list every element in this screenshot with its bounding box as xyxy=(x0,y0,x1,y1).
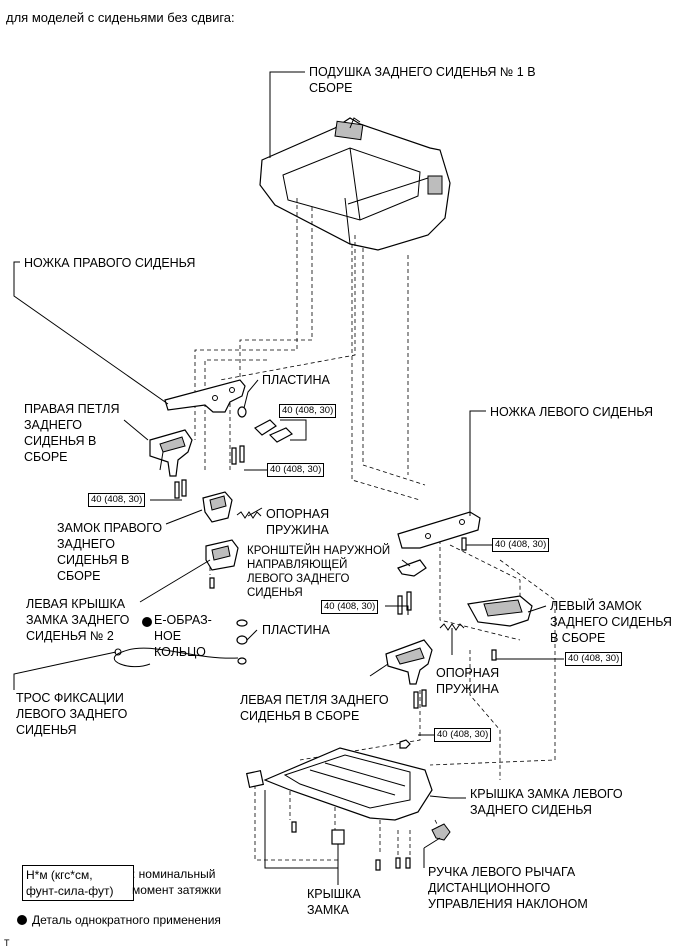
alignment-lines xyxy=(194,198,556,861)
label-bracket: КРОНШТЕЙН НАРУЖНОЙ НАПРАВЛЯЮЩЕЙ ЛЕВОГО З… xyxy=(247,545,391,599)
torque-box: 40 (408, 30) xyxy=(434,728,492,742)
seat-cushion xyxy=(259,117,451,251)
label-e-ring: Е-ОБРАЗ- НОЕ КОЛЬЦО xyxy=(154,613,212,659)
label-right-lock: ЗАМОК ПРАВОГО ЗАДНЕГО СИДЕНЬЯ В СБОРЕ xyxy=(57,521,163,583)
label-handle: РУЧКА ЛЕВОГО РЫЧАГА ДИСТАНЦИОННОГО УПРАВ… xyxy=(428,865,588,911)
torque-box: 40 (408, 30) xyxy=(492,538,550,552)
e-ring-and-plate xyxy=(236,619,248,665)
bolts xyxy=(174,445,497,871)
left-lock-cover-2 xyxy=(205,539,239,571)
label-right-hinge: ПРАВАЯ ПЕТЛЯ ЗАДНЕГО СИДЕНЬЯ В СБОРЕ xyxy=(24,402,120,464)
torque-box: 40 (408, 30) xyxy=(88,493,146,507)
torque-box: 40 (408, 30) xyxy=(321,600,379,614)
right-seat-leg xyxy=(164,379,246,413)
right-hinge xyxy=(149,429,193,477)
legend-single-use: Деталь однократного применения xyxy=(32,913,221,927)
label-support-spring-2: ОПОРНАЯ ПРУЖИНА xyxy=(436,666,500,696)
label-left-cover-2: ЛЕВАЯ КРЫШКА ЗАМКА ЗАДНЕГО СИДЕНЬЯ № 2 xyxy=(26,597,130,643)
label-left-leg: НОЖКА ЛЕВОГО СИДЕНЬЯ xyxy=(490,405,654,419)
torque-box: 40 (408, 30) xyxy=(279,404,337,418)
lock-cover-part-2 xyxy=(331,829,345,845)
left-lock xyxy=(467,595,533,627)
label-plate-top: ПЛАСТИНА xyxy=(262,373,330,387)
label-cable: ТРОС ФИКСАЦИИ ЛЕВОГО ЗАДНЕГО СИДЕНЬЯ xyxy=(16,691,128,737)
outer-guide-bracket xyxy=(397,559,427,577)
support-spring-2 xyxy=(439,623,465,631)
left-hinge xyxy=(385,639,433,685)
right-lock xyxy=(202,491,233,523)
label-lock-cover: КРЫШКА ЗАМКА xyxy=(307,887,361,917)
label-support-spring-1: ОПОРНАЯ ПРУЖИНА xyxy=(266,507,330,537)
single-use-marker xyxy=(142,617,152,627)
torque-box: 40 (408, 30) xyxy=(565,652,623,666)
lower-seat-frame xyxy=(263,747,433,821)
leader-lines xyxy=(13,71,564,885)
torque-box: 40 (408, 30) xyxy=(267,463,325,477)
label-left-lock: ЛЕВЫЙ ЗАМОК ЗАДНЕГО СИДЕНЬЯ В СБОРЕ xyxy=(550,599,672,645)
legend-units-box: Н*м (кгс*см, фунт-сила-фут) xyxy=(22,865,134,901)
plate-top-parts xyxy=(237,406,293,443)
support-spring-1 xyxy=(236,511,262,519)
label-right-leg: НОЖКА ПРАВОГО СИДЕНЬЯ xyxy=(24,256,196,270)
label-plate-bottom: ПЛАСТИНА xyxy=(262,623,330,637)
label-cushion: ПОДУШКА ЗАДНЕГО СИДЕНЬЯ № 1 В СБОРЕ xyxy=(309,65,536,95)
left-seat-leg xyxy=(397,511,481,549)
label-left-hinge: ЛЕВАЯ ПЕТЛЯ ЗАДНЕГО СИДЕНЬЯ В СБОРЕ xyxy=(240,693,389,723)
lock-cover-part xyxy=(245,769,265,789)
recline-lever-handle xyxy=(431,823,451,841)
legend-units-description: : номинальный момент затяжки xyxy=(132,867,222,897)
legend-single-use-marker xyxy=(17,915,27,925)
corner-mark: T xyxy=(4,938,10,948)
label-left-lock-cover: КРЫШКА ЗАМКА ЛЕВОГО ЗАДНЕГО СИДЕНЬЯ xyxy=(470,787,623,817)
page-heading: для моделей с сиденьями без сдвига: xyxy=(6,10,235,25)
